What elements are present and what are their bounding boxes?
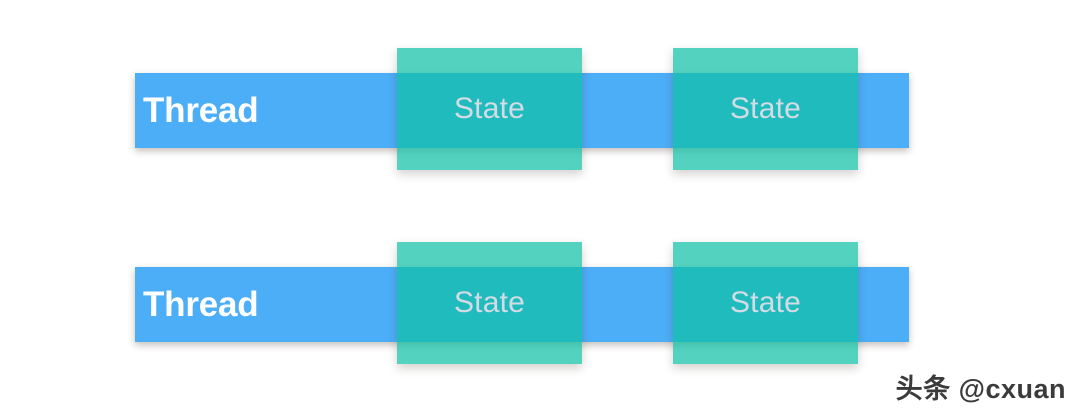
state-block-2-b: State xyxy=(673,242,858,364)
watermark: 头条 @cxuan xyxy=(895,374,1066,404)
state-block-2-a: State xyxy=(397,242,582,364)
state-label-2-a: State xyxy=(453,286,526,319)
state-label-1-a: State xyxy=(453,92,526,125)
state-label-1-b: State xyxy=(729,92,802,125)
state-block-1-b: State xyxy=(673,48,858,170)
state-block-1-a: State xyxy=(397,48,582,170)
thread-label-1: Thread xyxy=(143,91,259,130)
state-label-2-b: State xyxy=(729,286,802,319)
thread-label-2: Thread xyxy=(143,285,259,324)
thread-row-1: Thread State State xyxy=(135,48,909,170)
thread-row-2: Thread State State xyxy=(135,242,909,364)
